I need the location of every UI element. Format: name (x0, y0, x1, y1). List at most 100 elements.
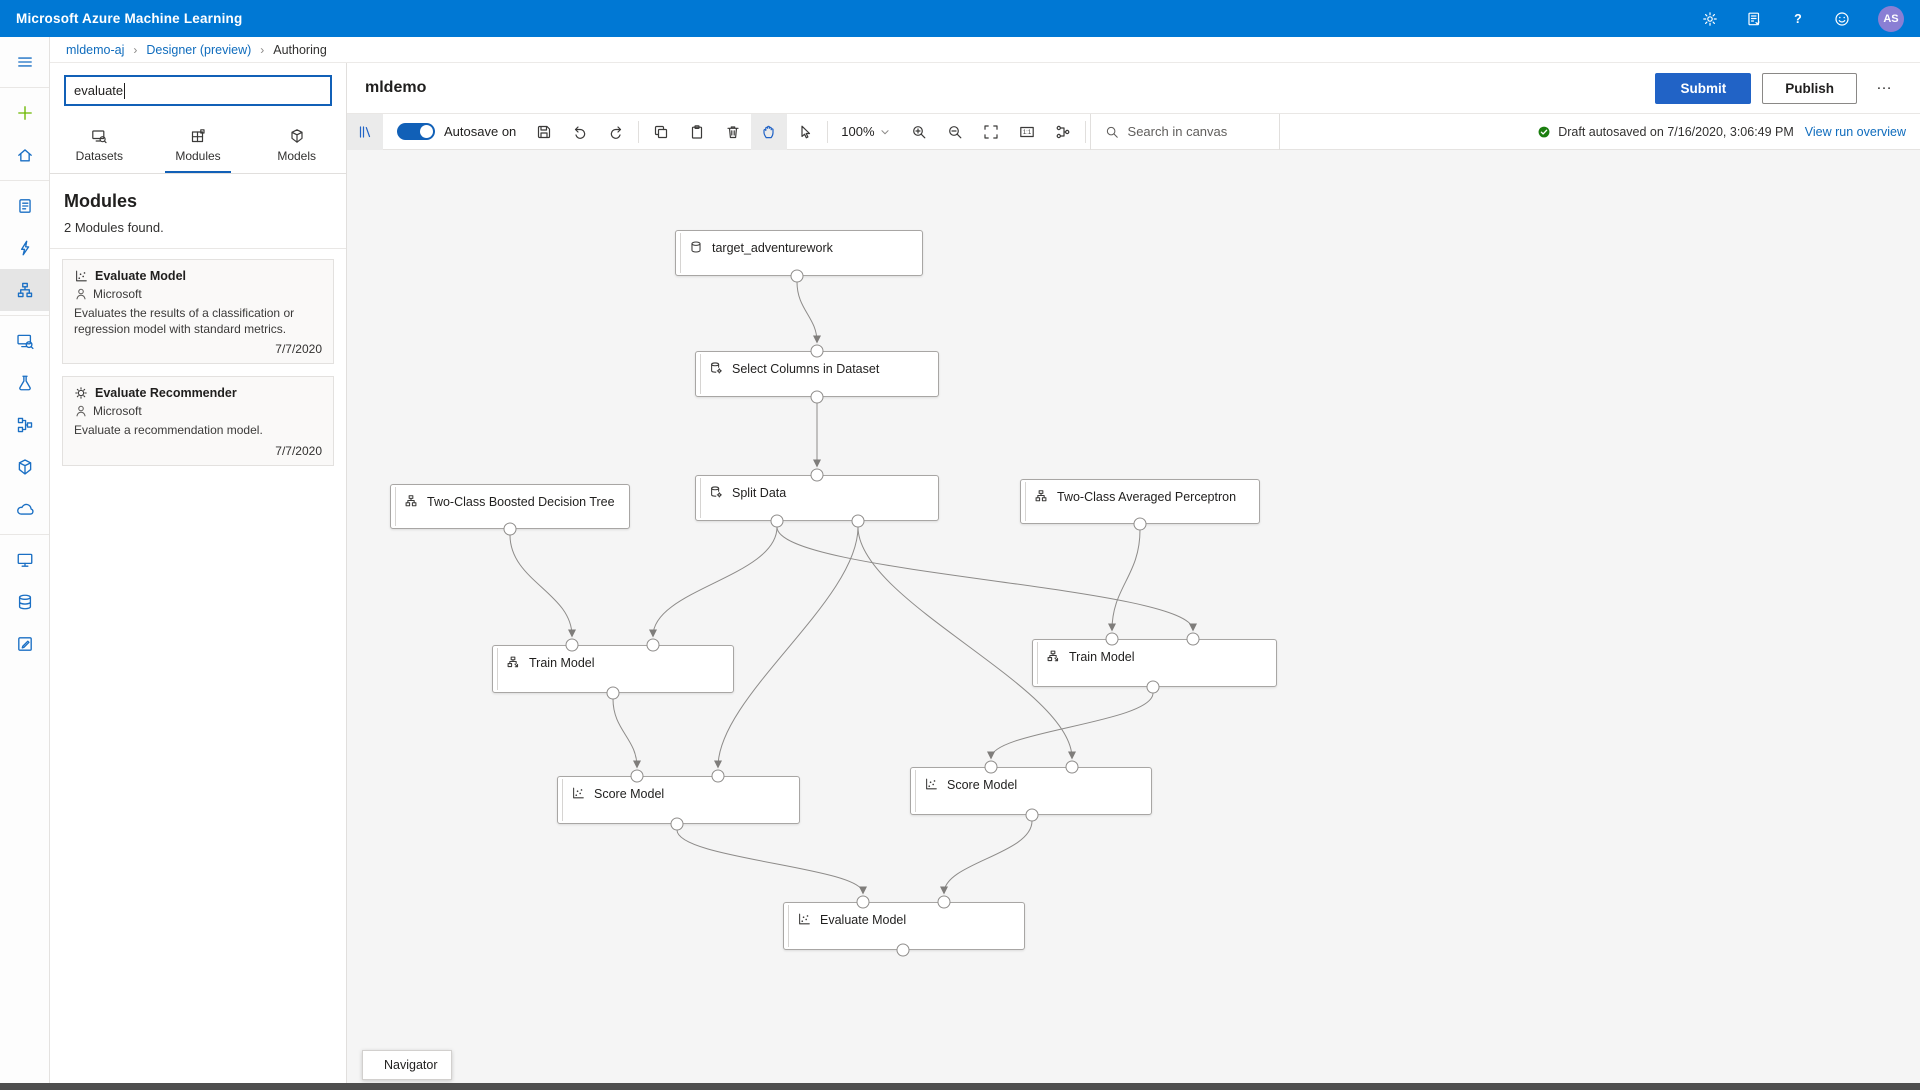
node-port[interactable] (810, 344, 824, 358)
node-score-model[interactable]: Score Model (910, 767, 1152, 815)
node-port[interactable] (1186, 632, 1200, 646)
publish-button[interactable]: Publish (1762, 72, 1857, 104)
node-port[interactable] (606, 686, 620, 700)
save-button[interactable] (526, 114, 562, 150)
toggle-switch[interactable] (397, 123, 435, 140)
search-value: evaluate (74, 83, 124, 98)
more-options-button[interactable]: … (1868, 76, 1902, 100)
node-port[interactable] (630, 769, 644, 783)
node-split-data[interactable]: Split Data (695, 475, 939, 521)
breadcrumb-item[interactable]: mldemo-aj (66, 42, 125, 57)
graph-settings-button[interactable] (1045, 114, 1081, 150)
tab-models[interactable]: Models (247, 119, 346, 173)
select-mode-button[interactable] (787, 114, 823, 150)
nav-designer[interactable] (0, 269, 49, 311)
node-port[interactable] (1025, 808, 1039, 822)
user-avatar[interactable]: AS (1878, 5, 1904, 32)
node-port[interactable] (937, 895, 951, 909)
module-palette-toggle-button[interactable] (347, 113, 383, 150)
node-port[interactable] (711, 769, 725, 783)
node-port[interactable] (670, 817, 684, 831)
breadcrumb: mldemo-aj›Designer (preview)›Authoring (50, 37, 1920, 63)
tab-modules[interactable]: Modules (149, 119, 248, 173)
one-one-icon: 1:1 (1019, 124, 1035, 140)
node-port[interactable] (896, 943, 910, 957)
node-port[interactable] (1065, 760, 1079, 774)
nav-datastores[interactable] (0, 581, 49, 623)
node-port[interactable] (810, 390, 824, 404)
nav-experiments[interactable] (0, 362, 49, 404)
redo-icon (608, 124, 624, 140)
submit-button[interactable]: Submit (1655, 72, 1752, 104)
node-two-class-averaged-perceptron[interactable]: Two-Class Averaged Perceptron (1020, 479, 1260, 524)
node-evaluate-model[interactable]: Evaluate Model (783, 902, 1025, 950)
notebooks-icon (16, 197, 34, 215)
redo-button[interactable] (598, 114, 634, 150)
node-port[interactable] (851, 514, 865, 528)
toolbar-separator (1084, 120, 1086, 143)
node-target-adventurework[interactable]: target_adventurework (675, 230, 923, 276)
canvas-search-input[interactable]: Search in canvas (1089, 113, 1280, 150)
horizontal-scrollbar[interactable] (0, 1083, 1920, 1090)
node-port[interactable] (856, 895, 870, 909)
module-description: Evaluates the results of a classificatio… (74, 306, 295, 337)
node-port[interactable] (503, 522, 517, 536)
help-icon[interactable]: ? (1790, 11, 1806, 27)
paste-button[interactable] (679, 114, 715, 150)
database-icon (689, 240, 703, 254)
node-port[interactable] (1146, 680, 1160, 694)
nav-automl[interactable] (0, 227, 49, 269)
autosave-status-text: Draft autosaved on 7/16/2020, 3:06:49 PM (1558, 124, 1794, 139)
breadcrumb-item[interactable]: Designer (preview) (146, 42, 252, 57)
datasets-icon (91, 128, 107, 144)
settings-gear-icon[interactable] (1702, 11, 1718, 27)
top-app-bar: Microsoft Azure Machine Learning ?AS (0, 0, 1920, 37)
zoom-in-button[interactable] (901, 114, 937, 150)
tab-datasets[interactable]: Datasets (50, 119, 149, 173)
nav-notebooks[interactable] (0, 185, 49, 227)
node-port[interactable] (565, 638, 579, 652)
nav-labeling[interactable] (0, 623, 49, 665)
node-score-model[interactable]: Score Model (557, 776, 800, 824)
feedback-icon[interactable] (1746, 11, 1762, 27)
train-icon (506, 655, 520, 669)
copy-button[interactable] (643, 114, 679, 150)
node-label: Select Columns in Dataset (732, 362, 880, 376)
nav-endpoints[interactable] (0, 488, 49, 530)
zoom-out-button[interactable] (937, 114, 973, 150)
nav-datasets[interactable] (0, 320, 49, 362)
breadcrumb-separator: › (260, 42, 265, 57)
delete-button[interactable] (715, 114, 751, 150)
pan-mode-button[interactable] (751, 113, 788, 150)
module-search-input[interactable]: evaluate (64, 75, 332, 106)
nav-models[interactable] (0, 446, 49, 488)
node-train-model[interactable]: Train Model (492, 645, 734, 693)
smiley-icon[interactable] (1834, 11, 1850, 27)
node-port[interactable] (810, 468, 824, 482)
compute-icon (16, 551, 34, 569)
node-select-columns-in-dataset[interactable]: Select Columns in Dataset (695, 351, 939, 397)
node-two-class-boosted-decision-tree[interactable]: Two-Class Boosted Decision Tree (390, 484, 630, 529)
node-port[interactable] (790, 269, 804, 283)
node-port[interactable] (770, 514, 784, 528)
undo-button[interactable] (562, 114, 598, 150)
view-run-overview-link[interactable]: View run overview (1804, 124, 1906, 139)
nav-pipelines[interactable] (0, 404, 49, 446)
actual-size-button[interactable]: 1:1 (1009, 114, 1045, 150)
nav-plus[interactable] (0, 92, 49, 134)
node-port[interactable] (984, 760, 998, 774)
autosave-toggle[interactable]: Autosave on (383, 123, 526, 140)
nav-hamburger[interactable] (0, 41, 49, 83)
node-port[interactable] (1105, 632, 1119, 646)
nav-home[interactable] (0, 134, 49, 176)
node-port[interactable] (1133, 517, 1147, 531)
fit-to-screen-button[interactable] (973, 114, 1009, 150)
zoom-level-dropdown[interactable]: 100% (832, 124, 900, 139)
endpoints-icon (16, 500, 34, 518)
nav-compute[interactable] (0, 539, 49, 581)
node-port[interactable] (646, 638, 660, 652)
navigator-button[interactable]: Navigator (362, 1050, 452, 1080)
